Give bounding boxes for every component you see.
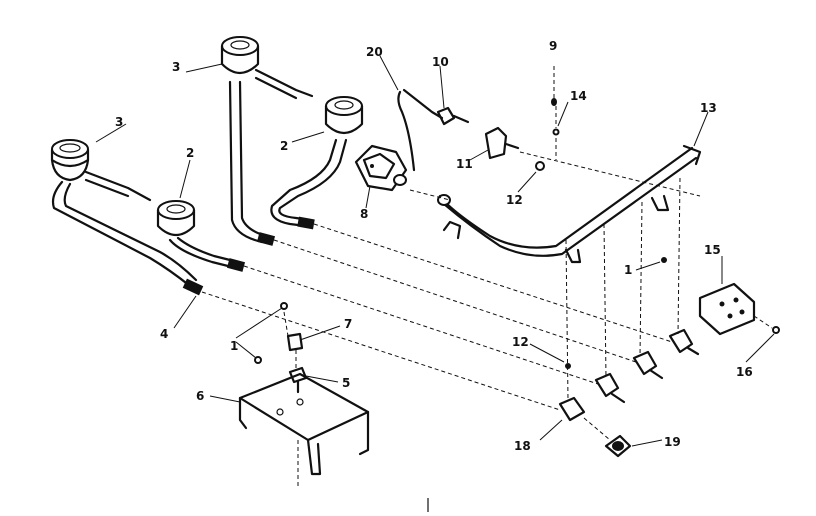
- callout-1-bracket: 1: [230, 339, 238, 353]
- burner-rear-right: [270, 96, 364, 230]
- callout-13: 13: [700, 101, 717, 115]
- screws: [535, 98, 667, 369]
- pressure-regulator: [354, 144, 408, 192]
- callout-1-manifold: 1: [624, 263, 632, 277]
- callout-leaders: [95, 55, 775, 447]
- callout-6: 6: [196, 389, 204, 403]
- callout-4: 4: [160, 327, 168, 341]
- pilot-tube: [397, 88, 444, 172]
- burner-front-right: [220, 36, 314, 246]
- callout-20: 20: [366, 45, 383, 59]
- callout-12-lower: 12: [512, 335, 529, 349]
- callout-8: 8: [360, 207, 368, 221]
- callout-14: 14: [570, 89, 587, 103]
- callout-9: 9: [549, 39, 557, 53]
- burner-rear-left: [156, 200, 246, 272]
- callout-7: 7: [344, 317, 352, 331]
- fitting-10: [436, 106, 470, 126]
- callout-3-front-right: 3: [172, 60, 180, 74]
- valve-11: [484, 126, 520, 160]
- callout-19: 19: [664, 435, 681, 449]
- callout-16: 16: [736, 365, 753, 379]
- callout-18: 18: [514, 439, 531, 453]
- callout-3-front-left: 3: [115, 115, 123, 129]
- assembly-lines: [201, 66, 773, 486]
- clip-19: [604, 434, 632, 458]
- callout-2-rear-left: 2: [186, 146, 194, 160]
- callout-5: 5: [342, 376, 350, 390]
- manifold-pipe: [437, 144, 702, 264]
- callout-2-rear-right: 2: [280, 139, 288, 153]
- callout-12-upper: 12: [506, 193, 523, 207]
- bracket-hardware: [254, 302, 308, 394]
- burner-valves: [558, 328, 700, 422]
- callouts: 3 3 2 2 4 1 7 5 6 8 20 10 11 12 9 14 13 …: [115, 39, 753, 453]
- callout-15: 15: [704, 243, 721, 257]
- burner-front-left: [50, 139, 204, 296]
- callout-11: 11: [456, 157, 473, 171]
- callout-10: 10: [432, 55, 449, 69]
- valve-bracket: [238, 372, 370, 476]
- ignition-switch: [698, 282, 780, 336]
